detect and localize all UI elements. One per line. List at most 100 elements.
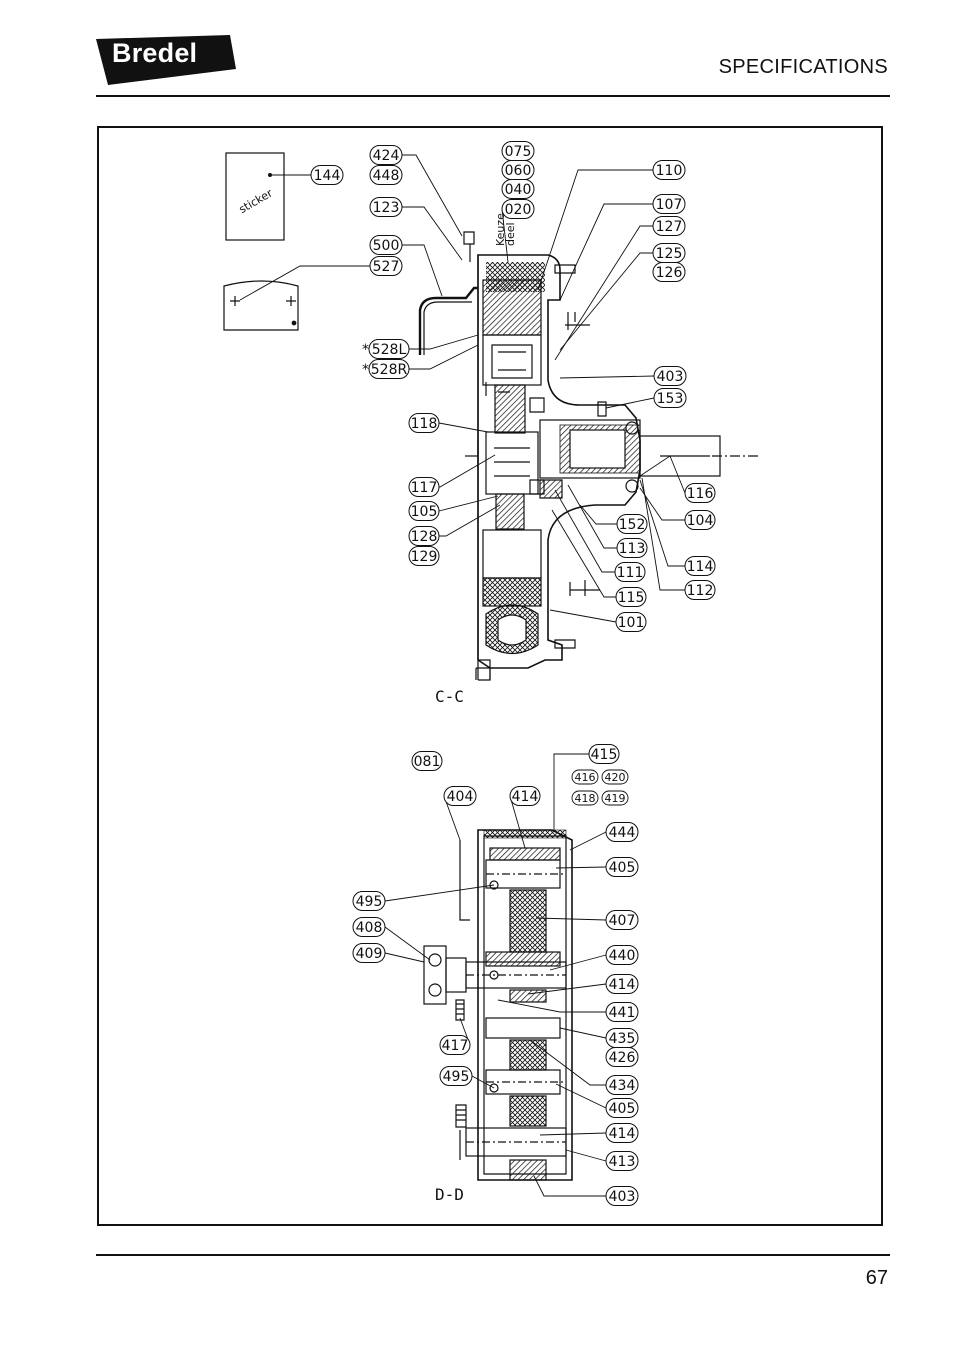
callout-number: 495 — [356, 894, 383, 910]
fitting-center — [489, 970, 499, 980]
callout-balloon — [408, 546, 440, 566]
gearbox-top-hatch — [483, 829, 567, 839]
lower-roller-hatch — [482, 577, 542, 607]
callout-number: 404 — [447, 789, 474, 805]
spring-417 — [455, 999, 465, 1021]
leader-line — [549, 954, 607, 971]
detail-marks — [565, 312, 590, 330]
callout-balloon — [571, 769, 599, 785]
leader-line — [384, 926, 431, 961]
asterisk-528L: * — [362, 342, 369, 358]
brand-name: Bredel — [112, 38, 198, 68]
sticker-outline — [225, 152, 285, 241]
callout-129: 129 — [408, 546, 440, 566]
leader-line — [527, 983, 607, 995]
fitting-495-bottom — [489, 1083, 499, 1093]
callout-number: 123 — [373, 200, 400, 216]
callout-407: 407 — [535, 910, 639, 930]
gear-414 — [509, 989, 547, 1003]
callout-417: 417 — [439, 1017, 471, 1055]
callout-balloon — [605, 910, 639, 930]
leader-line — [559, 1027, 607, 1039]
callout-balloon — [369, 197, 403, 217]
callout-balloon — [616, 514, 648, 534]
callout-number: 153 — [657, 391, 684, 407]
callout-116: 116 — [639, 455, 716, 503]
bearing-ball-bottom — [428, 983, 442, 997]
leader-line — [409, 334, 479, 350]
callout-414: 414 — [527, 974, 639, 995]
callout-number: 403 — [657, 369, 684, 385]
callout-small-418: 418 — [571, 790, 599, 806]
callout-111: 111 — [554, 489, 646, 582]
callout-balloon — [368, 339, 410, 359]
callout-405: 405 — [555, 857, 639, 877]
bolt-153 — [597, 401, 607, 417]
callout-balloon — [652, 216, 686, 236]
callout-balloon — [352, 917, 386, 937]
callout-balloon — [605, 974, 639, 994]
callout-number: 441 — [609, 1005, 636, 1021]
page-number: 67 — [865, 1267, 888, 1289]
leader-line — [554, 225, 653, 361]
leader-line — [567, 484, 617, 549]
callout-number: 126 — [656, 265, 683, 281]
callout-number: 444 — [609, 825, 636, 841]
callout-128: 128 — [408, 504, 501, 546]
callout-number: 414 — [609, 1126, 636, 1142]
callout-number: 448 — [373, 168, 400, 184]
callout-balloon — [352, 891, 386, 911]
section-title: SPECIFICATIONS — [718, 56, 888, 78]
gear-bottom — [509, 1159, 547, 1181]
callout-balloon — [615, 587, 647, 607]
callout-number: 125 — [656, 246, 683, 262]
callout-number: 408 — [356, 920, 383, 936]
callout-408: 408 — [352, 917, 431, 961]
callout-414: 414 — [539, 1123, 639, 1143]
bolt-right-top — [554, 264, 576, 274]
leader-line — [605, 397, 655, 409]
leader-line — [535, 917, 607, 921]
leader-line — [559, 203, 653, 301]
callout-balloon — [684, 556, 716, 576]
callout-153: 153 — [605, 388, 687, 409]
leader-line — [439, 454, 496, 488]
callout-414: 414 — [509, 786, 541, 849]
callout-number: 527 — [373, 259, 400, 275]
lower-roller — [482, 529, 542, 579]
leader-line — [539, 1132, 607, 1136]
small-parts — [485, 382, 510, 396]
leader-line — [439, 504, 501, 537]
leader-line — [554, 489, 615, 573]
callout-balloon — [605, 1123, 639, 1143]
callout-balloon — [616, 538, 648, 558]
section-cc-label: C-C — [435, 687, 464, 706]
callout-number: 420 — [605, 771, 626, 784]
callout-balloon — [605, 1075, 639, 1095]
callout-balloon — [443, 786, 477, 806]
callout-113: 113 — [567, 484, 648, 558]
callout-balloon — [411, 751, 443, 771]
callout-number: 118 — [411, 416, 438, 432]
spring-lower-coils — [456, 1109, 466, 1121]
callout-number: 040 — [505, 182, 532, 198]
plate-dot — [291, 320, 297, 326]
callout-107: 107 — [559, 194, 686, 301]
name-plate — [223, 280, 299, 331]
callout-number: 495 — [443, 1069, 470, 1085]
callout-balloon — [601, 769, 629, 785]
bredel-logo: Bredel — [96, 35, 236, 85]
callout-balloon — [653, 366, 687, 386]
callout-number: 060 — [505, 163, 532, 179]
callout-number: 407 — [609, 913, 636, 929]
callout-number: 434 — [609, 1078, 636, 1094]
callout-number: 426 — [609, 1050, 636, 1066]
leader-line — [639, 479, 685, 567]
callout-number: 020 — [505, 202, 532, 218]
leader-line — [555, 1083, 607, 1109]
callout-balloon — [408, 477, 440, 497]
callout-balloon — [605, 1047, 639, 1067]
callout-number: 115 — [618, 590, 645, 606]
leader-line — [402, 206, 463, 261]
bearing-detail — [491, 344, 533, 379]
